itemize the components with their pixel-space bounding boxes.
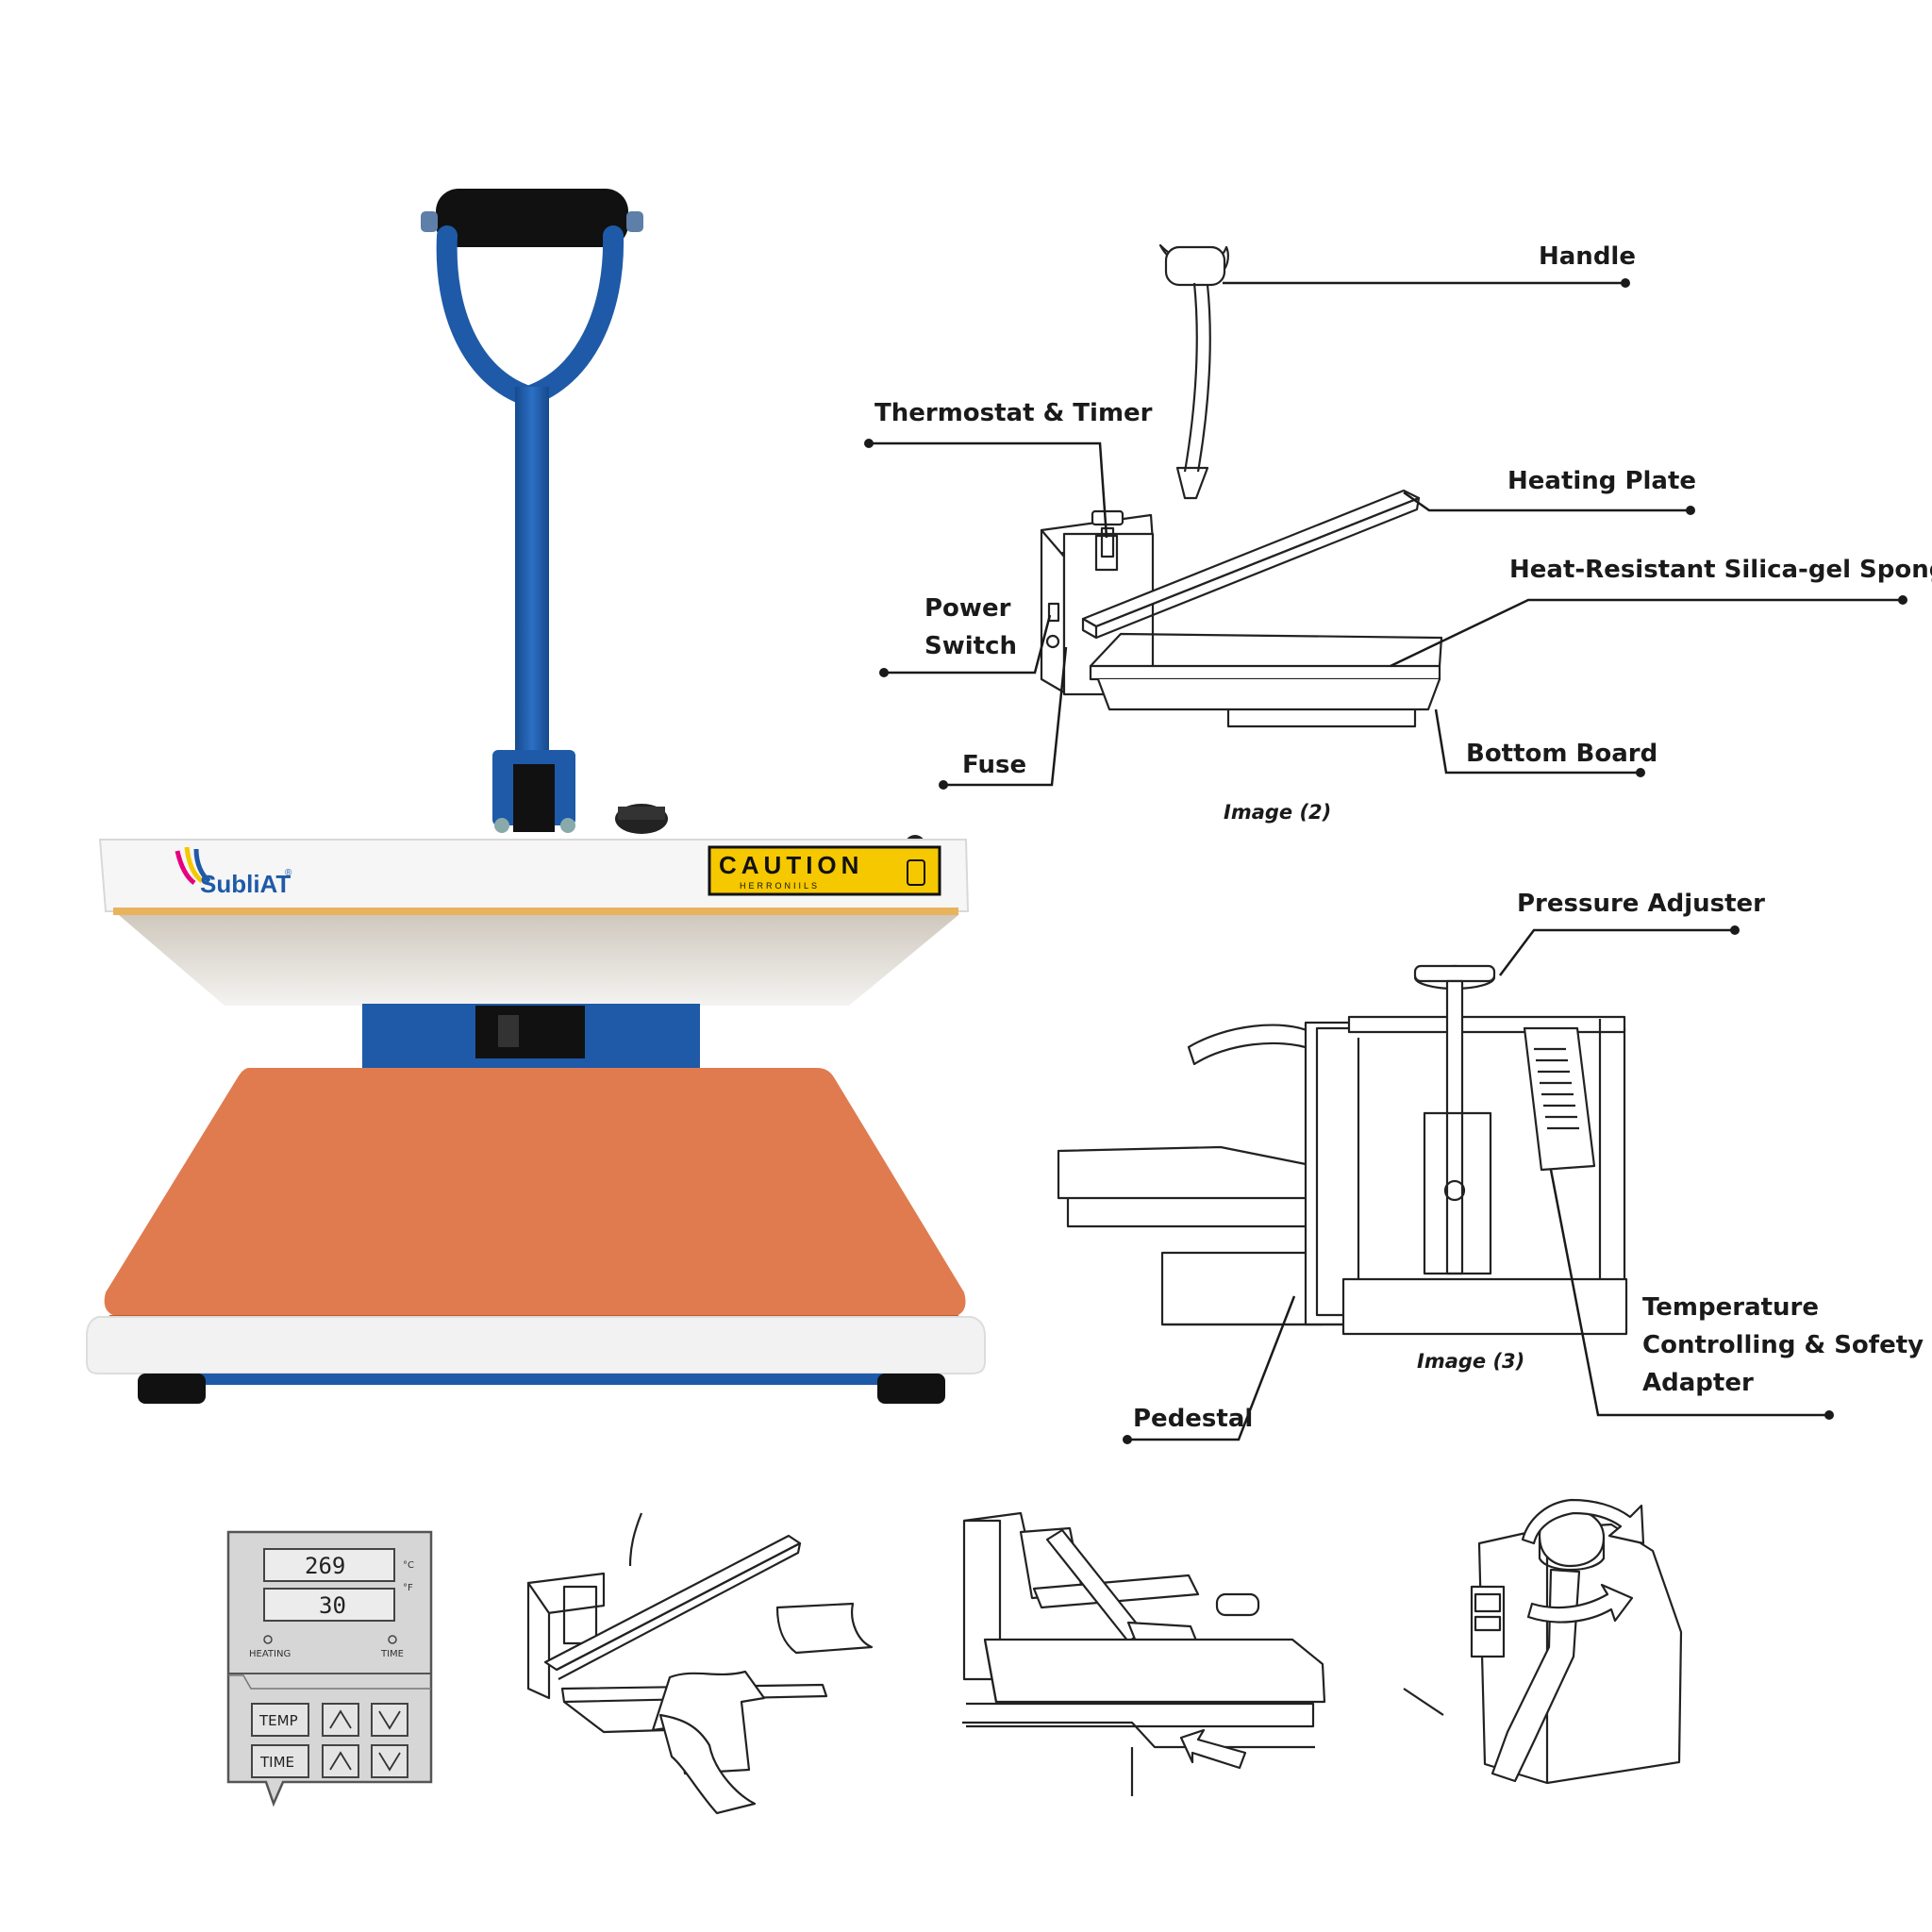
vertical-arm (515, 387, 549, 764)
heat-press-photo: SubliAT ® CAUTION HERRONIILS (86, 189, 986, 1404)
step-load-garment (526, 1512, 874, 1815)
image2-callouts: Handle Thermostat & Timer Heating Plate … (864, 242, 1932, 824)
label-fuse: Fuse (962, 751, 1026, 779)
label-heating-plate: Heating Plate (1507, 467, 1696, 495)
temp-button[interactable]: TEMP (251, 1703, 309, 1737)
temperature-display: 269 (305, 1553, 345, 1579)
caption-image2: Image (2) (1224, 801, 1331, 824)
label-pedestal: Pedestal (1133, 1405, 1253, 1433)
arrow-up-icon (329, 1709, 352, 1729)
label-power-line2: Switch (924, 632, 1017, 660)
temp-up-button[interactable] (322, 1703, 359, 1737)
label-power-line1: Power (924, 594, 1011, 623)
image3-callouts: Pressure Adjuster Temperature Controllin… (1123, 890, 1924, 1444)
caption-image3: Image (3) (1417, 1350, 1524, 1373)
time-indicator-label: TIME (380, 1649, 404, 1659)
handle-grip (436, 189, 628, 247)
arrow-down-icon (378, 1752, 401, 1772)
arrow-down-icon (378, 1710, 401, 1730)
heating-plate-underside (119, 915, 958, 1006)
label-thermostat-timer: Thermostat & Timer (874, 399, 1153, 427)
handle-arm (436, 225, 625, 408)
time-button[interactable]: TIME (251, 1744, 309, 1778)
unit-celsius: °C (403, 1560, 414, 1571)
time-indicator-icon (388, 1635, 397, 1644)
label-temp-line2: Controlling & Sofety (1642, 1331, 1924, 1359)
time-down-button[interactable] (371, 1744, 408, 1778)
unit-fahrenheit: °F (403, 1583, 413, 1593)
silicone-pad (104, 1068, 966, 1317)
label-silica-gel-sponge: Heat-Resistant Silica-gel Sponge (1509, 556, 1932, 584)
label-bottom-board: Bottom Board (1466, 740, 1657, 768)
image3-drawing (1057, 964, 1628, 1336)
label-handle: Handle (1539, 242, 1636, 271)
caution-sticker: CAUTION HERRONIILS (708, 845, 941, 896)
step-lower-handle (962, 1511, 1326, 1796)
image2-drawing (1040, 243, 1443, 728)
caution-subtitle: HERRONIILS (740, 881, 820, 891)
time-button-label: TIME (259, 1754, 294, 1771)
caution-title: CAUTION (719, 851, 863, 879)
label-temp-line1: Temperature (1642, 1293, 1819, 1322)
heating-indicator-icon (263, 1635, 273, 1644)
temp-down-button[interactable] (371, 1703, 408, 1737)
label-pressure-adjuster: Pressure Adjuster (1517, 890, 1765, 918)
step-adjust-pressure (1403, 1498, 1683, 1785)
control-panel: 269 30 °C °F HEATING TIME TEMP TIME (226, 1530, 433, 1807)
brand-name: SubliAT (200, 870, 291, 898)
label-temp-line3: Adapter (1642, 1369, 1754, 1397)
heating-label: HEATING (249, 1649, 291, 1659)
arrow-up-icon (329, 1751, 352, 1771)
time-display: 30 (319, 1592, 346, 1619)
temp-button-label: TEMP (258, 1712, 298, 1729)
base (86, 1316, 986, 1374)
time-up-button[interactable] (322, 1744, 359, 1778)
brand-trademark: ® (285, 868, 292, 878)
brand-logo: SubliAT ® (175, 846, 292, 898)
